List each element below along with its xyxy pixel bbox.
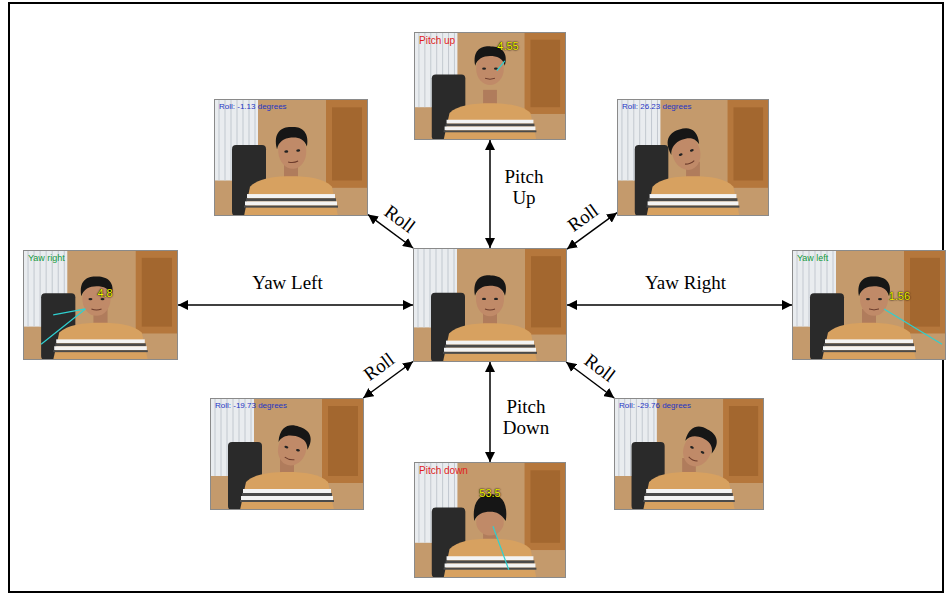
roll-photo: [614, 398, 764, 510]
photo-frame: [413, 248, 567, 362]
pitch-up-photo: [414, 32, 566, 140]
photo-frame: Roll: -19.73 degrees: [210, 398, 364, 510]
neutral-photo: [413, 248, 567, 362]
pose-readout: Roll: -19.73 degrees: [215, 402, 287, 411]
pose-readout: Yaw left: [797, 254, 828, 264]
photo-frame: Roll: 26.23 degrees: [617, 99, 769, 216]
pitch-down-photo: [414, 462, 566, 578]
roll-photo: [617, 99, 769, 216]
angle-value: 1.56: [889, 290, 910, 302]
photo-frame: Pitch down 53.5: [414, 462, 566, 578]
pose-readout: Yaw right: [28, 254, 65, 264]
angle-value: 53.5: [479, 487, 500, 499]
photo-frame: Roll: -29.76 degrees: [614, 398, 764, 510]
edge-label: Pitch Up: [495, 167, 553, 209]
pose-readout: Roll: 26.23 degrees: [622, 103, 691, 112]
roll-photo: [214, 99, 368, 216]
edge-label: Yaw Left: [250, 273, 324, 294]
pose-readout: Pitch up: [419, 35, 455, 46]
yaw-photo: [23, 250, 178, 360]
photo-frame: Yaw left 1.56: [792, 250, 946, 360]
arrow-connector: [567, 304, 792, 306]
arrow-connector: [489, 362, 491, 462]
edge-label: Roll: [379, 200, 421, 239]
arrow-connector: [489, 140, 491, 248]
pose-readout: Roll: -1.13 degrees: [219, 103, 287, 112]
photo-frame: Pitch up 4.55: [414, 32, 566, 140]
angle-value: 4.55: [497, 40, 518, 52]
edge-label: Yaw Right: [643, 273, 728, 294]
pose-readout: Pitch down: [419, 465, 468, 476]
yaw-photo: [792, 250, 946, 360]
pose-readout: Roll: -29.76 degrees: [619, 402, 691, 411]
edge-label: Roll: [358, 348, 400, 387]
edge-label: Pitch Down: [495, 397, 557, 439]
photo-frame: Roll: -1.13 degrees: [214, 99, 368, 216]
angle-value: 4.8: [97, 287, 112, 299]
photo-frame: Yaw right 4.8: [23, 250, 178, 360]
edge-label: Roll: [562, 200, 604, 238]
arrow-connector: [178, 304, 413, 306]
roll-photo: [210, 398, 364, 510]
edge-label: Roll: [578, 349, 620, 388]
